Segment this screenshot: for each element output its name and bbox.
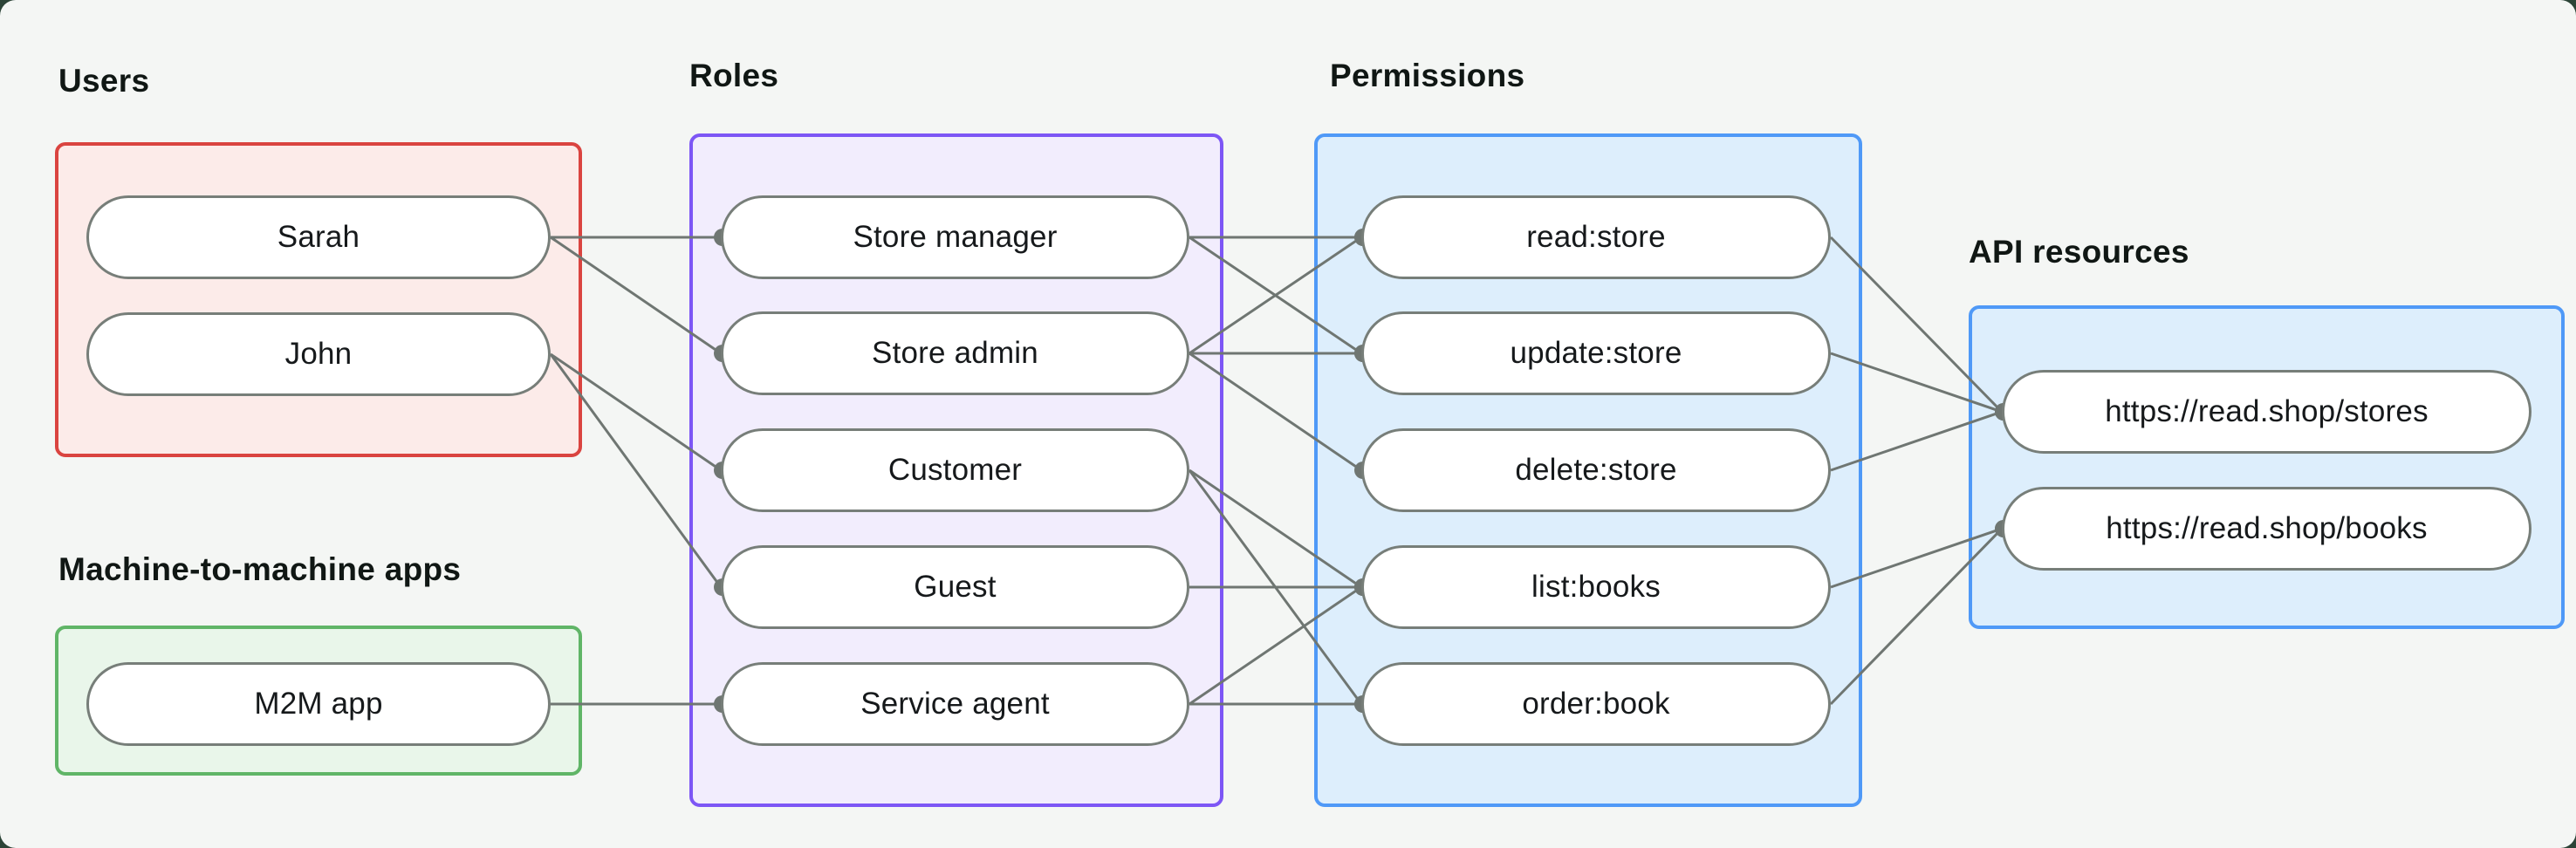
users-group-title: Users [58, 63, 150, 99]
node-customer: Customer [721, 428, 1189, 512]
node-books-api: https://read.shop/books [2002, 487, 2531, 571]
node-service-agent: Service agent [721, 662, 1189, 746]
node-store-manager: Store manager [721, 195, 1189, 279]
permissions-group-title: Permissions [1330, 58, 1525, 93]
api-resources-group-box [1969, 305, 2565, 629]
node-stores-api: https://read.shop/stores [2002, 370, 2531, 454]
m2m-apps-group-title: Machine-to-machine apps [58, 551, 462, 587]
node-delete-store: delete:store [1361, 428, 1831, 512]
roles-group-title: Roles [689, 58, 779, 93]
node-guest: Guest [721, 545, 1189, 629]
node-order-book: order:book [1361, 662, 1831, 746]
node-m2m-app: M2M app [86, 662, 551, 746]
node-list-books: list:books [1361, 545, 1831, 629]
users-group-box [55, 142, 582, 457]
node-read-store: read:store [1361, 195, 1831, 279]
node-sarah: Sarah [86, 195, 551, 279]
node-update-store: update:store [1361, 311, 1831, 395]
node-john: John [86, 312, 551, 396]
api-resources-group-title: API resources [1969, 234, 2189, 270]
node-store-admin: Store admin [721, 311, 1189, 395]
